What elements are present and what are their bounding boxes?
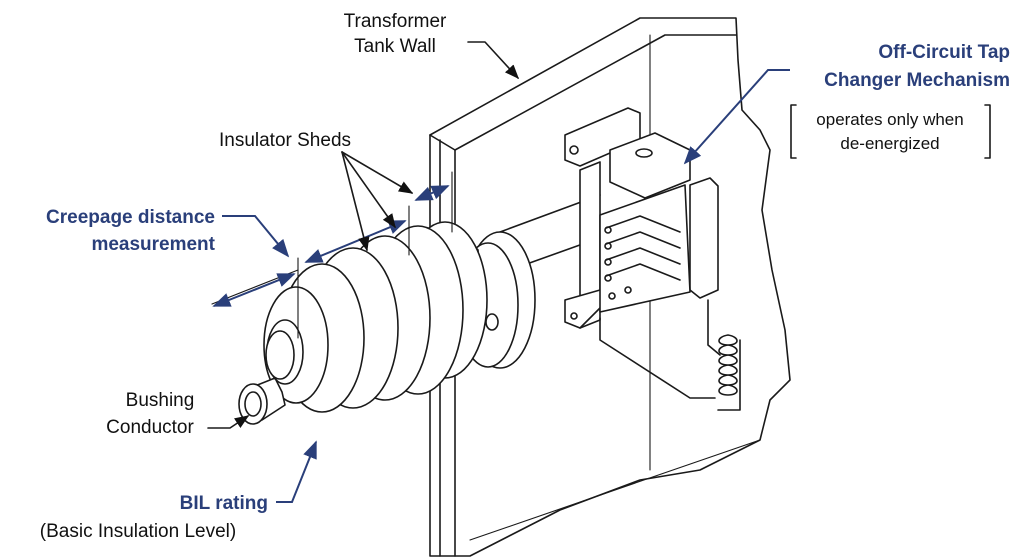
- insulator-sheds-label: Insulator Sheds: [219, 130, 351, 151]
- tap-note-line2: de-energized: [840, 134, 939, 153]
- creepage-label-line2: measurement: [91, 234, 215, 255]
- bushing: [238, 221, 536, 425]
- tap-note-line1: operates only when: [816, 110, 963, 129]
- coil-spring: [718, 334, 738, 396]
- tap-changer-mechanism: [564, 107, 741, 411]
- creepage-arrow-3: [414, 185, 450, 201]
- labels: Transformer Tank Wall Off-Circuit Tap Ch…: [40, 11, 1010, 542]
- tank-wall-label-line1: Transformer: [344, 11, 447, 32]
- tap-changer-label-line1: Off-Circuit Tap: [878, 42, 1010, 63]
- bil-rating-label-line2: (Basic Insulation Level): [40, 521, 236, 542]
- tank-wall-label-line2: Tank Wall: [354, 36, 436, 57]
- conductor-end: [238, 383, 268, 425]
- creepage-arrow-1: [212, 273, 296, 307]
- leader-lines: [207, 41, 790, 503]
- creepage-dimension: [211, 171, 453, 339]
- bil-rating-label-line1: BIL rating: [180, 493, 268, 514]
- bushing-conductor-label-line1: Bushing: [126, 390, 195, 411]
- tap-changer-label-line2: Changer Mechanism: [824, 70, 1010, 91]
- tap-note-bracket: [790, 104, 991, 159]
- bushing-conductor-label-line2: Conductor: [106, 417, 194, 438]
- creepage-label-line1: Creepage distance: [46, 207, 215, 228]
